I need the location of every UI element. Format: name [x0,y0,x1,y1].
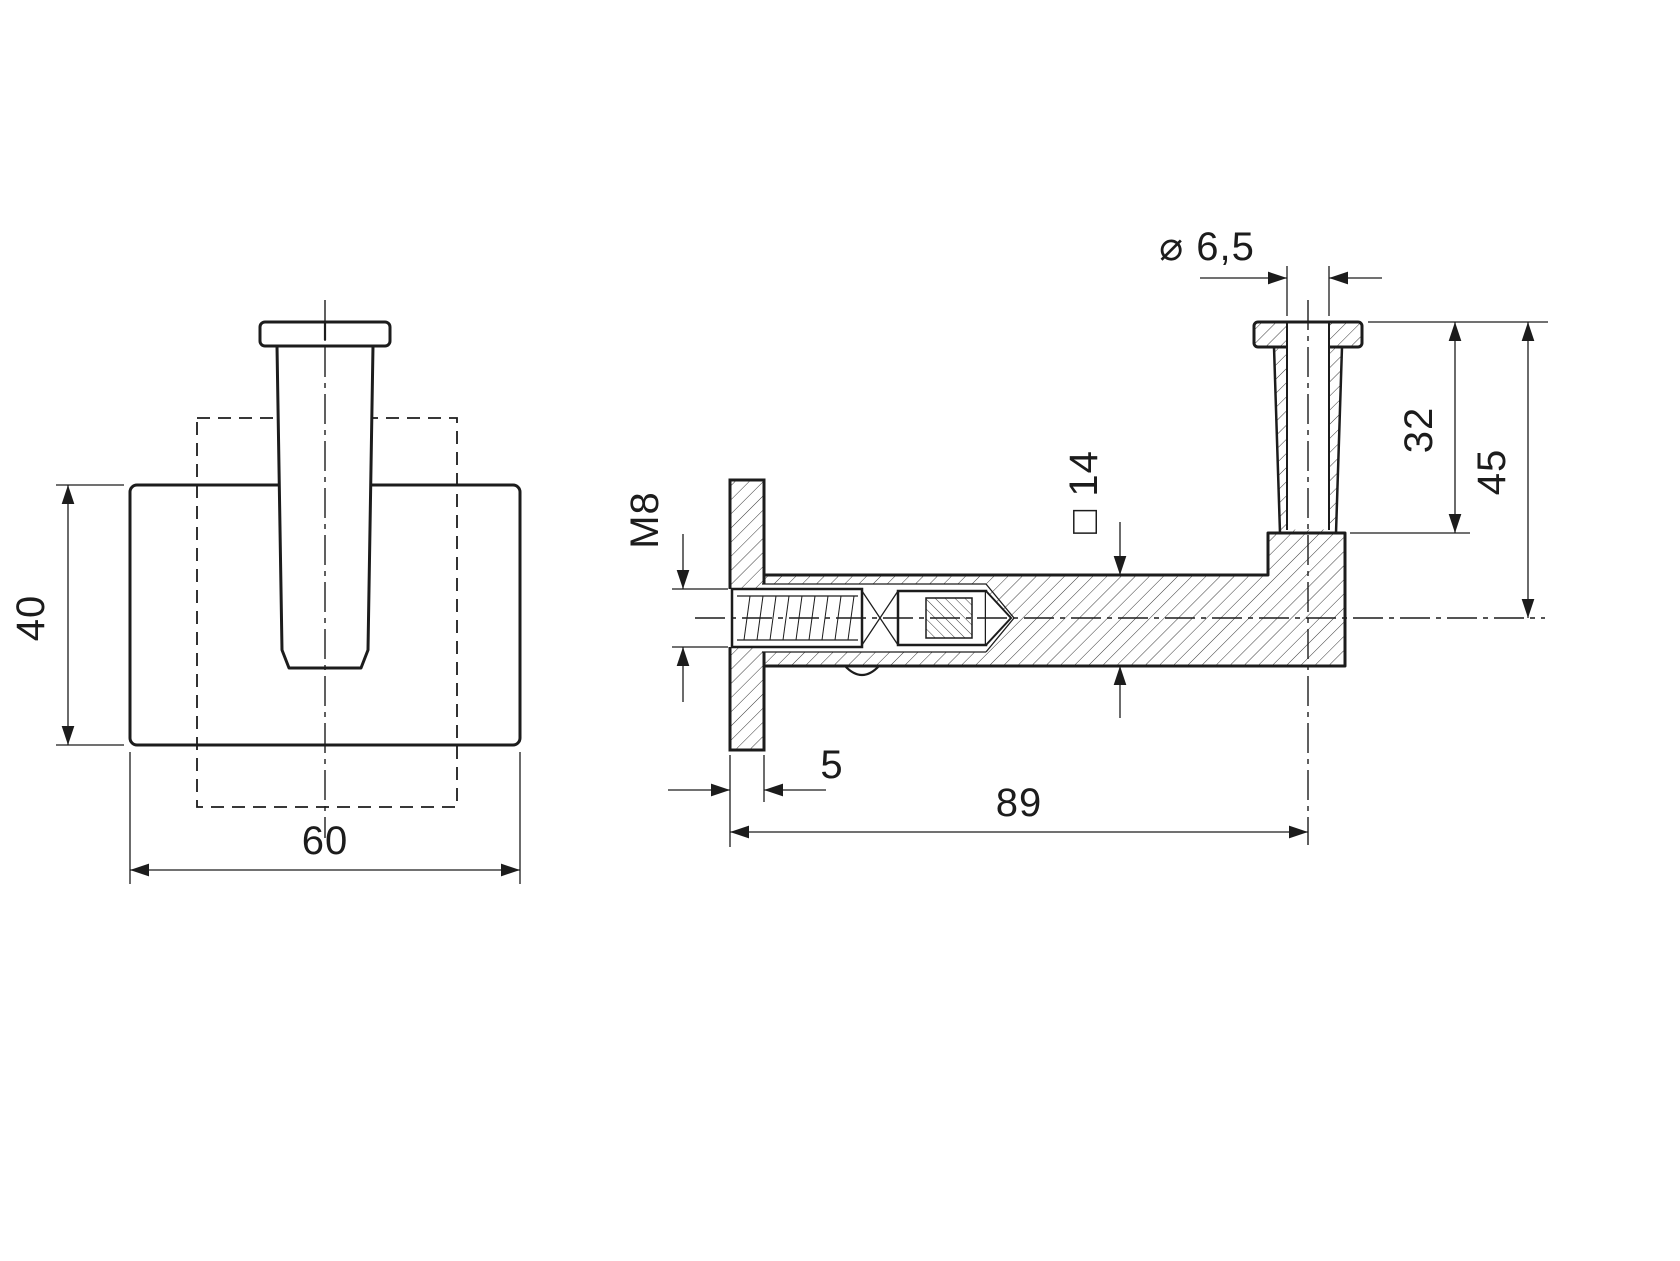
thread-flanks [743,595,855,641]
dim-label-60: 60 [302,819,349,863]
dimension-bore-diameter: ⌀ 6,5 [1159,225,1382,316]
dim-label-89: 89 [996,781,1043,825]
dimension-reach: 89 [730,781,1308,839]
dimension-total-height: 45 [1470,322,1535,618]
dimension-plate-height: 40 [9,484,124,746]
arm-underside-lug [844,665,880,677]
dim-label-6-5: ⌀ 6,5 [1159,225,1255,269]
dim-label-square-14: □ 14 [1062,450,1106,534]
dimension-plate-width: 60 [129,752,521,884]
dimension-stem-height: 32 [1350,321,1548,534]
dimension-plate-thickness: 5 [668,743,843,847]
dimension-arm-square: □ 14 [1062,450,1127,718]
front-view: 40 60 [9,300,522,884]
side-view: M8 5 89 ⌀ 6,5 32 [623,225,1548,847]
dim-label-40: 40 [9,595,53,642]
dim-label-m8: M8 [623,491,667,549]
dim-label-45: 45 [1470,449,1514,496]
stud-end-chamfer [861,590,899,646]
dim-label-32: 32 [1397,407,1441,454]
dim-label-5: 5 [820,743,843,787]
dimension-thread: M8 [623,491,728,702]
